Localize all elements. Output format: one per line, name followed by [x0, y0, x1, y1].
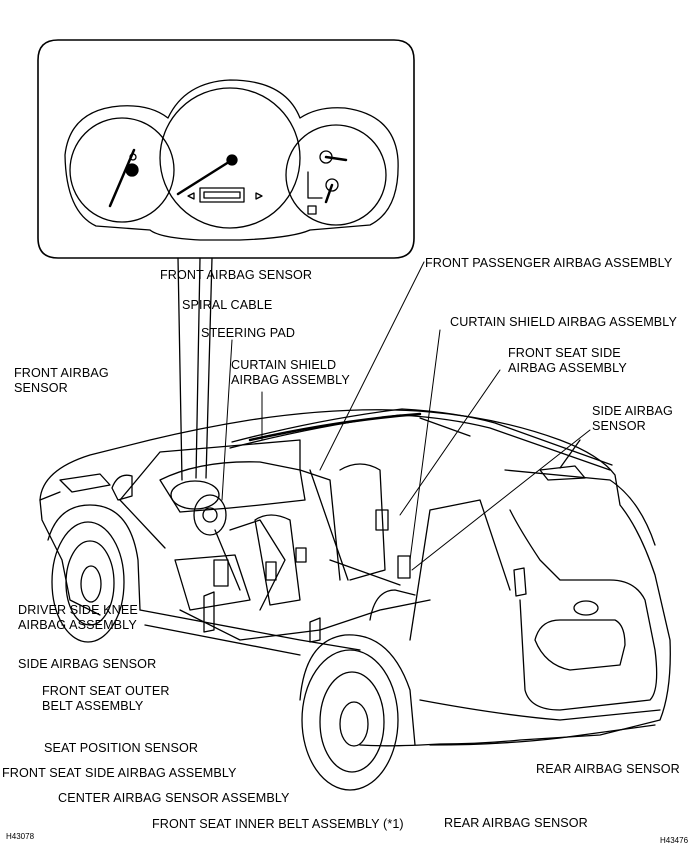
- label-side-airbag-sensor-left: SIDE AIRBAG SENSOR: [18, 657, 157, 671]
- vehicle-body: [39, 408, 671, 791]
- label-spiral-cable: SPIRAL CABLE: [182, 298, 273, 312]
- label-steering-pad: STEERING PAD: [201, 326, 296, 340]
- label-line: AIRBAG ASSEMBLY: [231, 373, 350, 387]
- label-front-airbag-sensor-left: FRONT AIRBAG SENSOR: [14, 366, 109, 396]
- label-seat-position-sensor: SEAT POSITION SENSOR: [44, 741, 199, 755]
- label-line: DRIVER SIDE KNEE: [18, 603, 138, 617]
- label-side-airbag-sensor-right: SIDE AIRBAG SENSOR: [592, 404, 673, 434]
- label-front-seat-inner-belt: FRONT SEAT INNER BELT ASSEMBLY (*1): [152, 817, 404, 831]
- label-line: SENSOR: [592, 419, 646, 433]
- inset-box: [37, 39, 415, 259]
- label-front-seat-outer-belt: FRONT SEAT OUTER BELT ASSEMBLY: [42, 684, 170, 714]
- label-line: BELT ASSEMBLY: [42, 699, 144, 713]
- label-line: FRONT SEAT SIDE: [508, 346, 621, 360]
- label-line: SENSOR: [14, 381, 68, 395]
- label-curtain-shield-right: CURTAIN SHIELD AIRBAG ASSEMBLY: [450, 315, 677, 329]
- label-line: FRONT AIRBAG: [14, 366, 109, 380]
- label-line: AIRBAG ASSEMBLY: [508, 361, 627, 375]
- interior: [159, 412, 527, 643]
- label-front-seat-side-left: FRONT SEAT SIDE AIRBAG ASSEMBLY: [2, 766, 237, 780]
- label-front-passenger-airbag: FRONT PASSENGER AIRBAG ASSEMBLY: [425, 256, 673, 270]
- label-front-seat-side-right: FRONT SEAT SIDE AIRBAG ASSEMBLY: [508, 346, 627, 376]
- figure-code-left: H43078: [6, 832, 35, 841]
- figure-code-right: H43476: [660, 836, 689, 845]
- label-line: SIDE AIRBAG: [592, 404, 673, 418]
- label-rear-airbag-sensor-bottom: REAR AIRBAG SENSOR: [444, 816, 588, 830]
- label-line: AIRBAG ASSEMBLY: [18, 618, 137, 632]
- label-center-airbag-sensor: CENTER AIRBAG SENSOR ASSEMBLY: [58, 791, 290, 805]
- label-front-airbag-sensor-top: FRONT AIRBAG SENSOR: [160, 268, 313, 282]
- label-rear-airbag-sensor-right: REAR AIRBAG SENSOR: [536, 762, 680, 776]
- leader-lines: [221, 261, 591, 571]
- label-curtain-shield-left: CURTAIN SHIELD AIRBAG ASSEMBLY: [231, 358, 350, 388]
- label-line: FRONT SEAT OUTER: [42, 684, 170, 698]
- label-driver-knee-airbag: DRIVER SIDE KNEE AIRBAG ASSEMBLY: [18, 603, 138, 633]
- label-line: CURTAIN SHIELD: [231, 358, 337, 372]
